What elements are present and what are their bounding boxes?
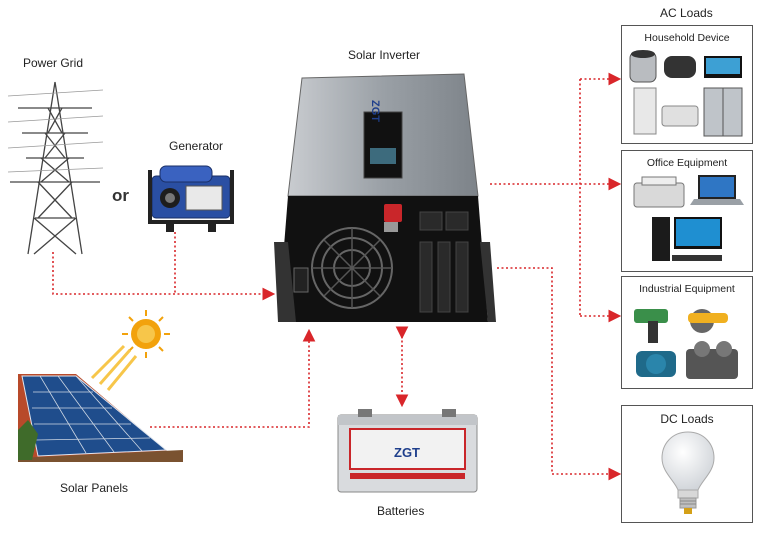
dc-loads-title: DC Loads: [660, 412, 714, 426]
solar-inverter-label: Solar Inverter: [348, 48, 421, 62]
solar-to-inverter-line: [150, 328, 316, 428]
industrial-tools-icon: [634, 309, 738, 379]
batteries-label: Batteries: [377, 504, 425, 518]
grid-to-inverter-line: [52, 252, 276, 301]
inverter-brand: ZGT: [369, 100, 381, 122]
battery-brand: ZGT: [394, 445, 420, 460]
generator-icon: [148, 165, 234, 232]
ac-loads-label: AC Loads: [660, 6, 713, 20]
dc-loads-box: DC Loads: [621, 405, 753, 523]
light-bulb-icon: [661, 431, 715, 514]
household-device-box: Household Device: [621, 25, 753, 144]
household-device-title: Household Device: [644, 32, 730, 44]
office-equipment-icon: [633, 175, 744, 261]
industrial-equipment-box: Industrial Equipment: [621, 276, 753, 389]
inverter-to-dc-line: [497, 267, 622, 481]
office-equipment-title: Office Equipment: [646, 157, 728, 169]
solar-panel-roof-image: [18, 310, 183, 462]
industrial-equipment-title: Industrial Equipment: [639, 283, 735, 295]
or-text: or: [112, 186, 129, 205]
office-equipment-box: Office Equipment: [621, 150, 753, 272]
generator-label: Generator: [169, 139, 224, 153]
battery-device: ZGT: [337, 409, 478, 493]
sun-icon: [122, 310, 170, 358]
power-tower-icon: [8, 81, 103, 255]
solar-inverter-device: ZGT: [274, 73, 496, 322]
household-appliances-icon: [629, 50, 743, 137]
power-grid-label: Power Grid: [23, 56, 84, 70]
solar-panels-label: Solar Panels: [60, 481, 129, 495]
